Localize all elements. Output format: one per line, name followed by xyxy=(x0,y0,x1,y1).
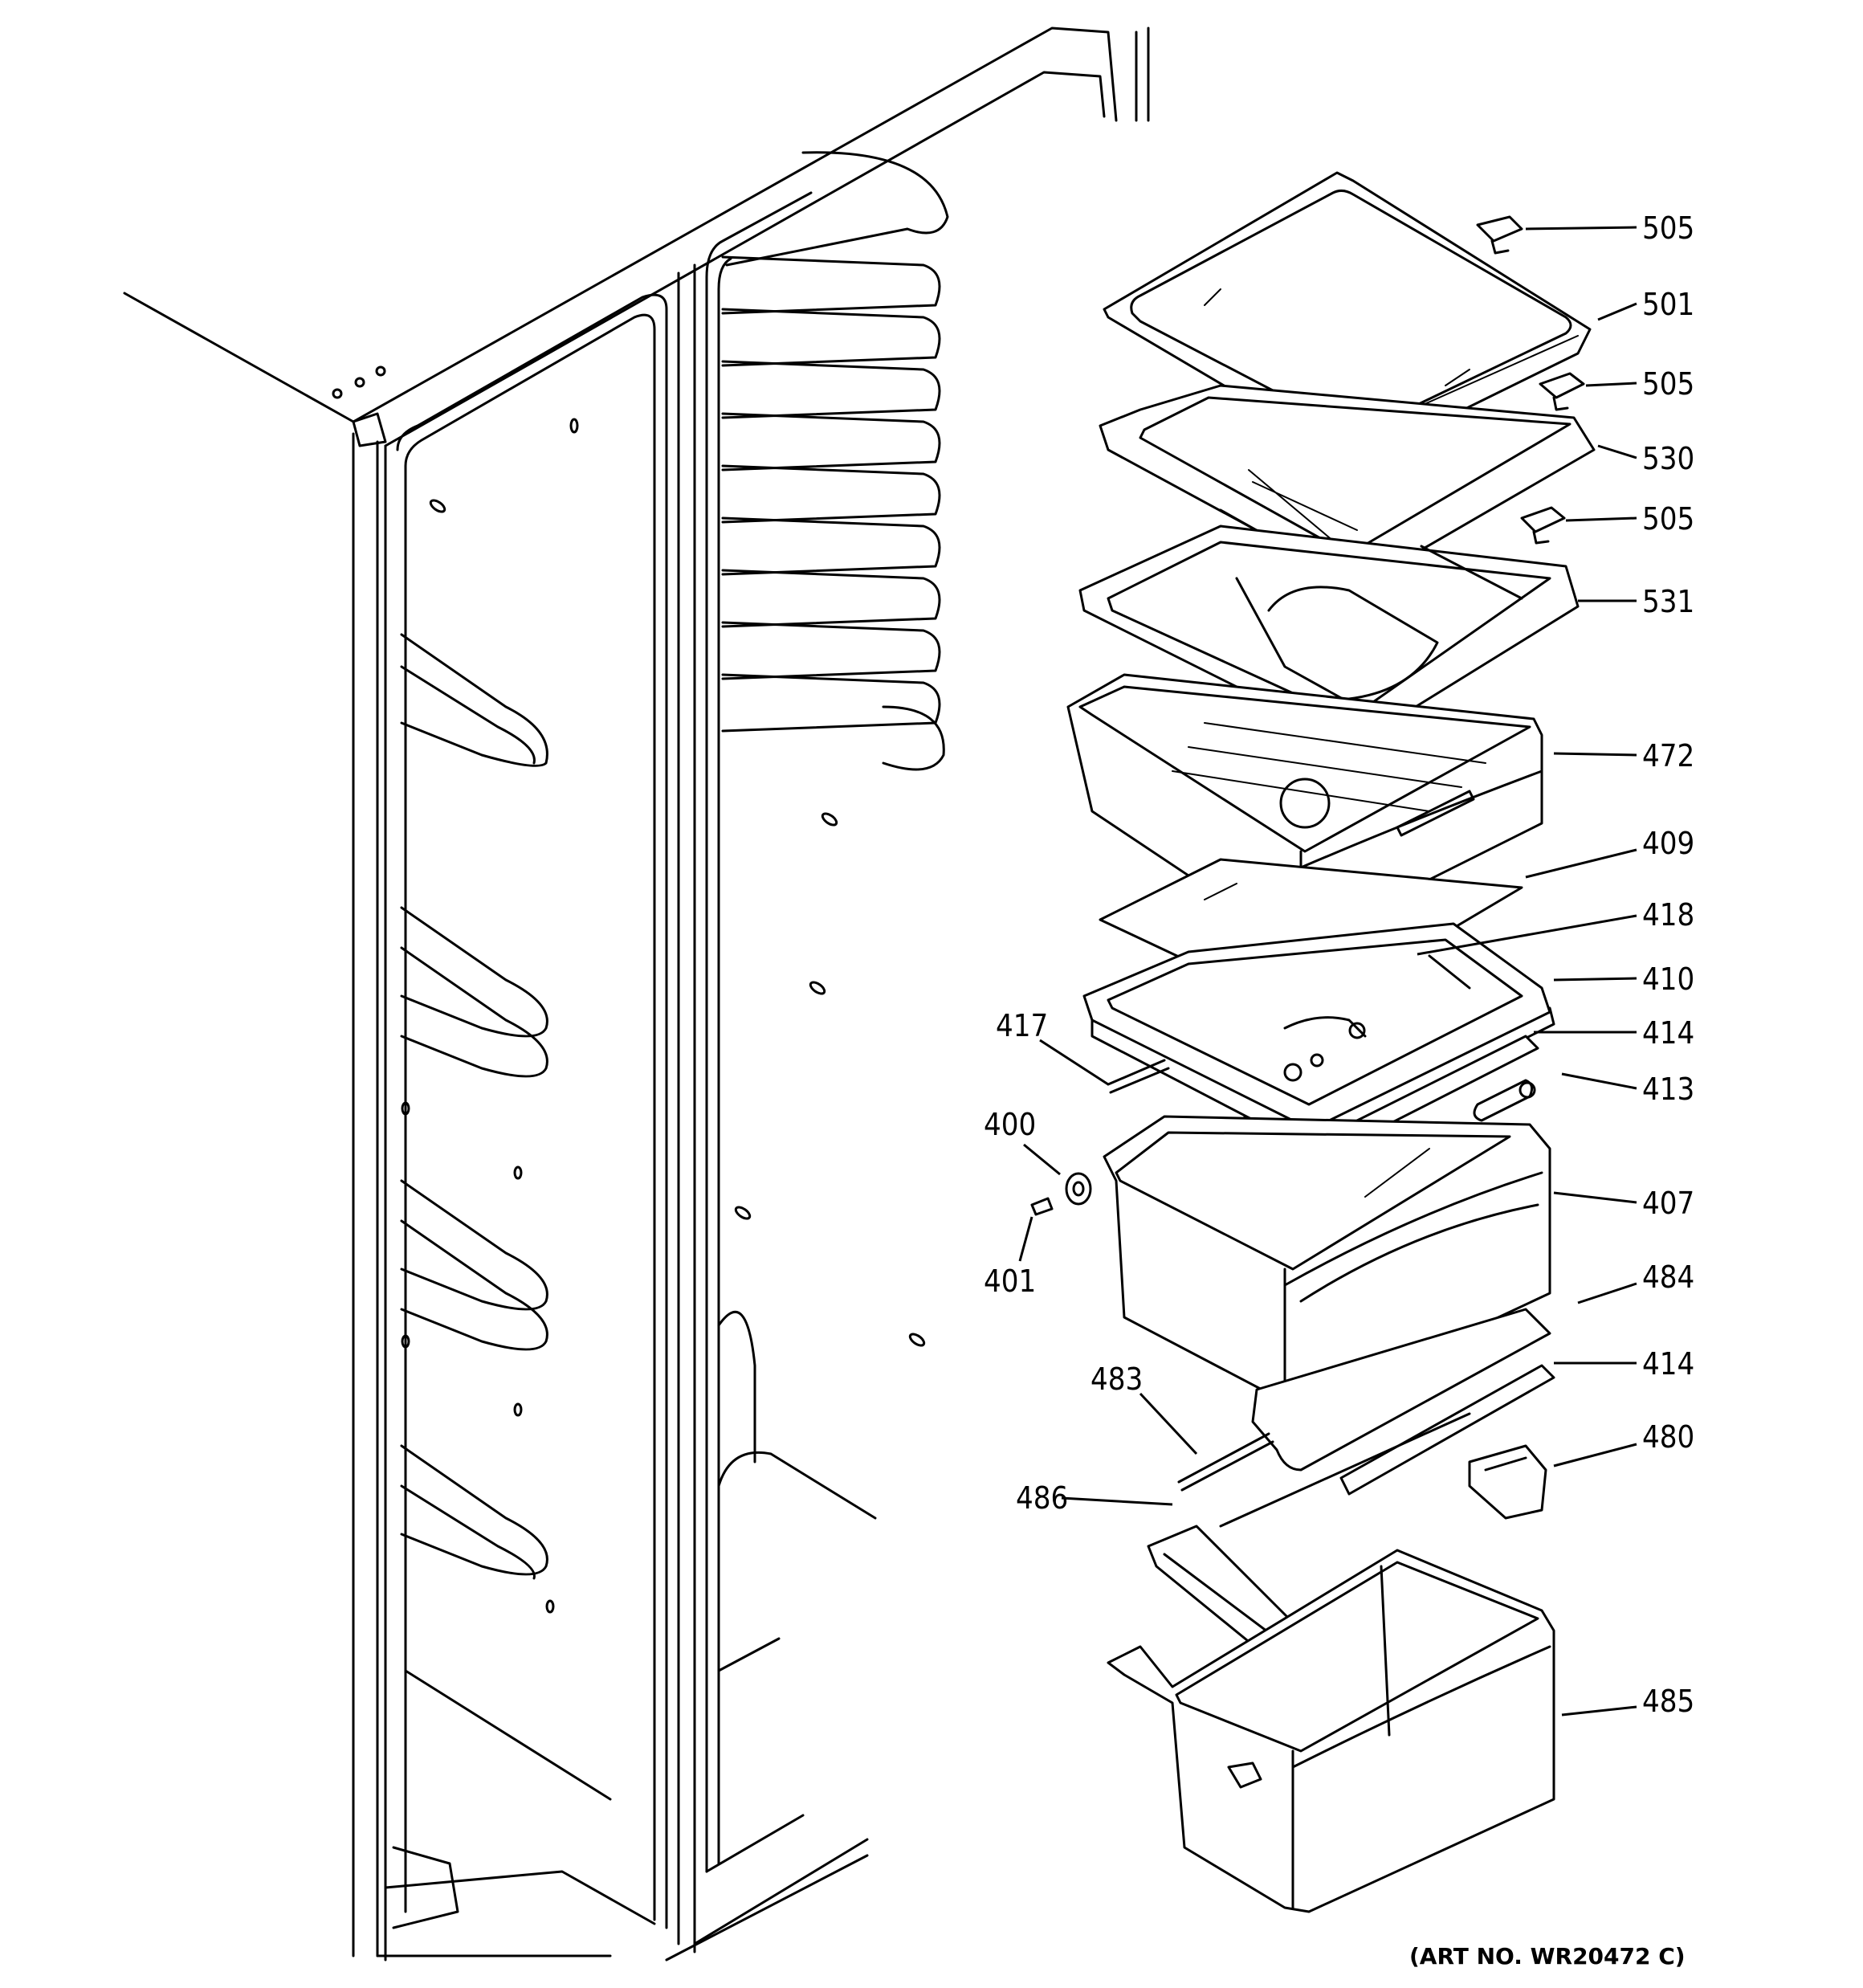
callout-505-top: 505 xyxy=(1642,210,1694,246)
callout-505-middle: 505 xyxy=(1642,366,1694,402)
part-485-bottom-pan xyxy=(1107,1549,1555,1913)
art-number: (ART NO. WR20472 C) xyxy=(1409,1943,1686,1970)
part-505-clip-c xyxy=(1520,506,1566,545)
callout-400: 400 xyxy=(984,1107,1036,1142)
part-413-rod xyxy=(1473,1079,1536,1122)
part-505-clip-b xyxy=(1539,372,1585,411)
callout-472: 472 xyxy=(1642,738,1694,774)
callout-labels: 505 501 505 530 505 531 472 409 418 410 … xyxy=(984,210,1694,1719)
callout-530: 530 xyxy=(1642,441,1694,476)
callout-505-bottom: 505 xyxy=(1642,501,1694,537)
part-480-slide-bracket xyxy=(1468,1444,1547,1520)
liner-rails xyxy=(721,151,949,771)
part-484-cover xyxy=(1251,1308,1551,1472)
mounting-holes xyxy=(401,418,926,1614)
part-505-clip-a xyxy=(1476,215,1523,255)
callout-410: 410 xyxy=(1642,961,1694,997)
callout-480: 480 xyxy=(1642,1419,1694,1455)
callout-484: 484 xyxy=(1642,1259,1694,1295)
callout-409: 409 xyxy=(1642,826,1694,861)
part-414-trim-lower xyxy=(1339,1364,1555,1496)
callout-501: 501 xyxy=(1642,287,1694,322)
callout-486: 486 xyxy=(1016,1480,1068,1516)
part-417-rod xyxy=(1107,1059,1170,1094)
part-483-rod xyxy=(1177,1432,1274,1492)
refrigerator-cabinet xyxy=(123,27,1150,1961)
callout-413: 413 xyxy=(1642,1072,1694,1107)
part-401-screw xyxy=(1030,1197,1054,1216)
callout-417: 417 xyxy=(996,1008,1048,1043)
callout-485: 485 xyxy=(1642,1684,1694,1719)
callout-418: 418 xyxy=(1642,897,1694,933)
part-400-roller xyxy=(1065,1172,1092,1206)
callout-407: 407 xyxy=(1642,1186,1694,1221)
part-531-pan-cover xyxy=(1078,525,1580,745)
callout-483: 483 xyxy=(1090,1361,1143,1397)
door-rails xyxy=(400,633,548,1580)
leader-lines xyxy=(1018,226,1637,1717)
callout-414-lower: 414 xyxy=(1642,1346,1694,1382)
callout-401: 401 xyxy=(984,1263,1036,1299)
callout-414-upper: 414 xyxy=(1642,1015,1694,1051)
callout-531: 531 xyxy=(1642,584,1694,619)
